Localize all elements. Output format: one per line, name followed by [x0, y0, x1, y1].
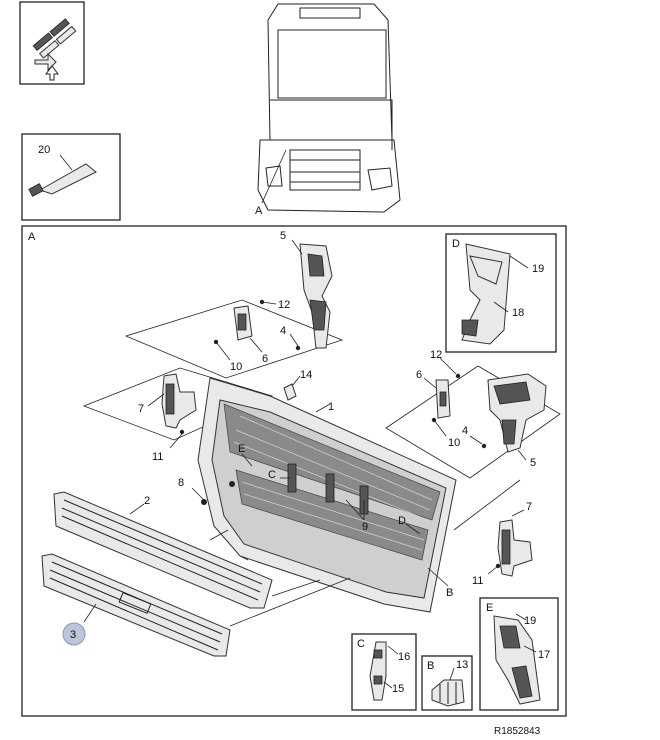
lower-grille-part-3: 3	[41, 553, 231, 657]
callout-20: 20	[38, 144, 50, 156]
callout-13: 13	[456, 659, 468, 671]
detail-e-label: E	[486, 602, 493, 614]
callout-1: 1	[328, 401, 334, 413]
callout-10-top: 10	[230, 361, 242, 373]
detail-d-label: D	[452, 238, 460, 250]
grease-tube-box: 20	[21, 133, 121, 221]
callout-4-top: 4	[280, 325, 286, 337]
callout-6-top: 6	[262, 353, 268, 365]
callout-7-left: 7	[138, 403, 144, 415]
callout-17: 17	[538, 649, 550, 661]
detail-b-label: B	[427, 660, 434, 672]
callout-3: 3	[70, 629, 76, 641]
callout-5-top: 5	[280, 230, 286, 242]
reference-code: R1852843	[494, 726, 541, 737]
marker-d-main: D	[398, 515, 406, 527]
callout-8: 8	[178, 477, 184, 489]
marker-a-truck: A	[255, 205, 263, 217]
callout-4-right: 4	[462, 425, 468, 437]
detail-c-box: C 16 15	[351, 633, 417, 711]
callout-19-e: 19	[524, 615, 536, 627]
callout-11-right: 11	[472, 575, 483, 587]
right-hinge-assembly: 12 6 4 10 5	[416, 349, 547, 469]
callout-5-right: 5	[530, 457, 536, 469]
grease-tube-icon	[28, 154, 97, 197]
truck-front-overview: A	[255, 3, 401, 217]
callout-7-right: 7	[526, 501, 532, 513]
callout-16: 16	[398, 651, 410, 663]
callout-18: 18	[512, 307, 524, 319]
detail-d-box: D 19 18	[445, 233, 557, 353]
callout-19-d: 19	[532, 263, 544, 275]
callout-14: 14	[300, 369, 312, 381]
marker-e-main: E	[238, 443, 245, 455]
callout-12-top: 12	[278, 299, 290, 311]
disassembly-symbol-icon	[19, 1, 85, 85]
detail-c-label: C	[357, 638, 365, 650]
marker-c-main: C	[268, 469, 276, 481]
lower-right-hinge-assembly: 7 11	[472, 501, 533, 587]
left-hinge-assembly: 7 11	[138, 373, 197, 463]
callout-3-highlight	[62, 622, 86, 646]
callout-6-right: 6	[416, 369, 422, 381]
callout-10-right: 10	[448, 437, 460, 449]
callout-12-right: 12	[430, 349, 442, 361]
callout-9: 9	[362, 521, 368, 533]
upper-grille-part-2: 2	[53, 491, 273, 609]
callout-2: 2	[144, 495, 150, 507]
upper-hinge-assembly: 5 12 4 6 10	[213, 230, 333, 373]
callout-15: 15	[392, 683, 404, 695]
marker-b-main: B	[446, 587, 453, 599]
detail-b-box: B 13	[421, 655, 473, 711]
grille-frame-part-1: 1 14 E C 8 9 D B	[178, 369, 457, 613]
callout-11-left: 11	[152, 451, 163, 463]
view-a-label: A	[28, 231, 36, 243]
detail-e-box: E 19 17	[479, 597, 559, 711]
